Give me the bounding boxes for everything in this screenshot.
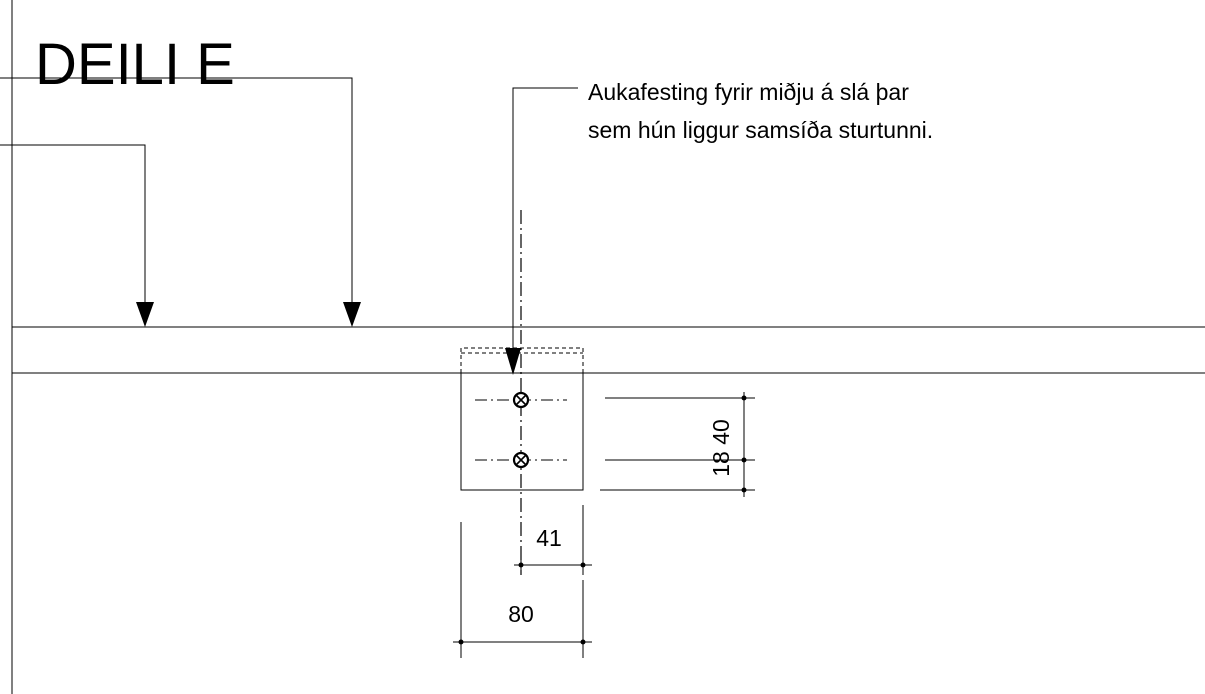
dim-dot-upper bbox=[741, 395, 747, 401]
dim-label-41: 41 bbox=[536, 525, 562, 551]
dim-dot-41-right bbox=[580, 562, 586, 568]
section-leader-lower bbox=[0, 144, 146, 305]
dim-dot-80-right bbox=[580, 639, 586, 645]
bolt-hole-lower-icon bbox=[512, 451, 530, 469]
dim-dot-lower bbox=[741, 487, 747, 493]
dim-dot-41-left bbox=[518, 562, 524, 568]
dim-dot-80-left bbox=[458, 639, 464, 645]
note-arrow-icon bbox=[505, 348, 521, 375]
note-leader-line bbox=[512, 87, 578, 350]
bolt-hole-upper-icon bbox=[512, 391, 530, 409]
bracket-hidden-outline bbox=[460, 347, 584, 373]
note-line-2: sem hún liggur samsíða sturtunni. bbox=[588, 117, 933, 143]
section-arrow-right-icon bbox=[343, 302, 361, 327]
dim-dot-middle bbox=[741, 457, 747, 463]
section-leader-upper bbox=[0, 77, 353, 305]
note-line-1: Aukafesting fyrir miðju á slá þar bbox=[588, 79, 909, 105]
bracket-plate bbox=[460, 372, 584, 491]
section-arrow-left-icon bbox=[136, 302, 154, 327]
dim-label-80: 80 bbox=[508, 601, 534, 627]
dim-label-vertical: 18 40 bbox=[708, 419, 734, 477]
detail-title: DEILI E bbox=[35, 32, 235, 97]
